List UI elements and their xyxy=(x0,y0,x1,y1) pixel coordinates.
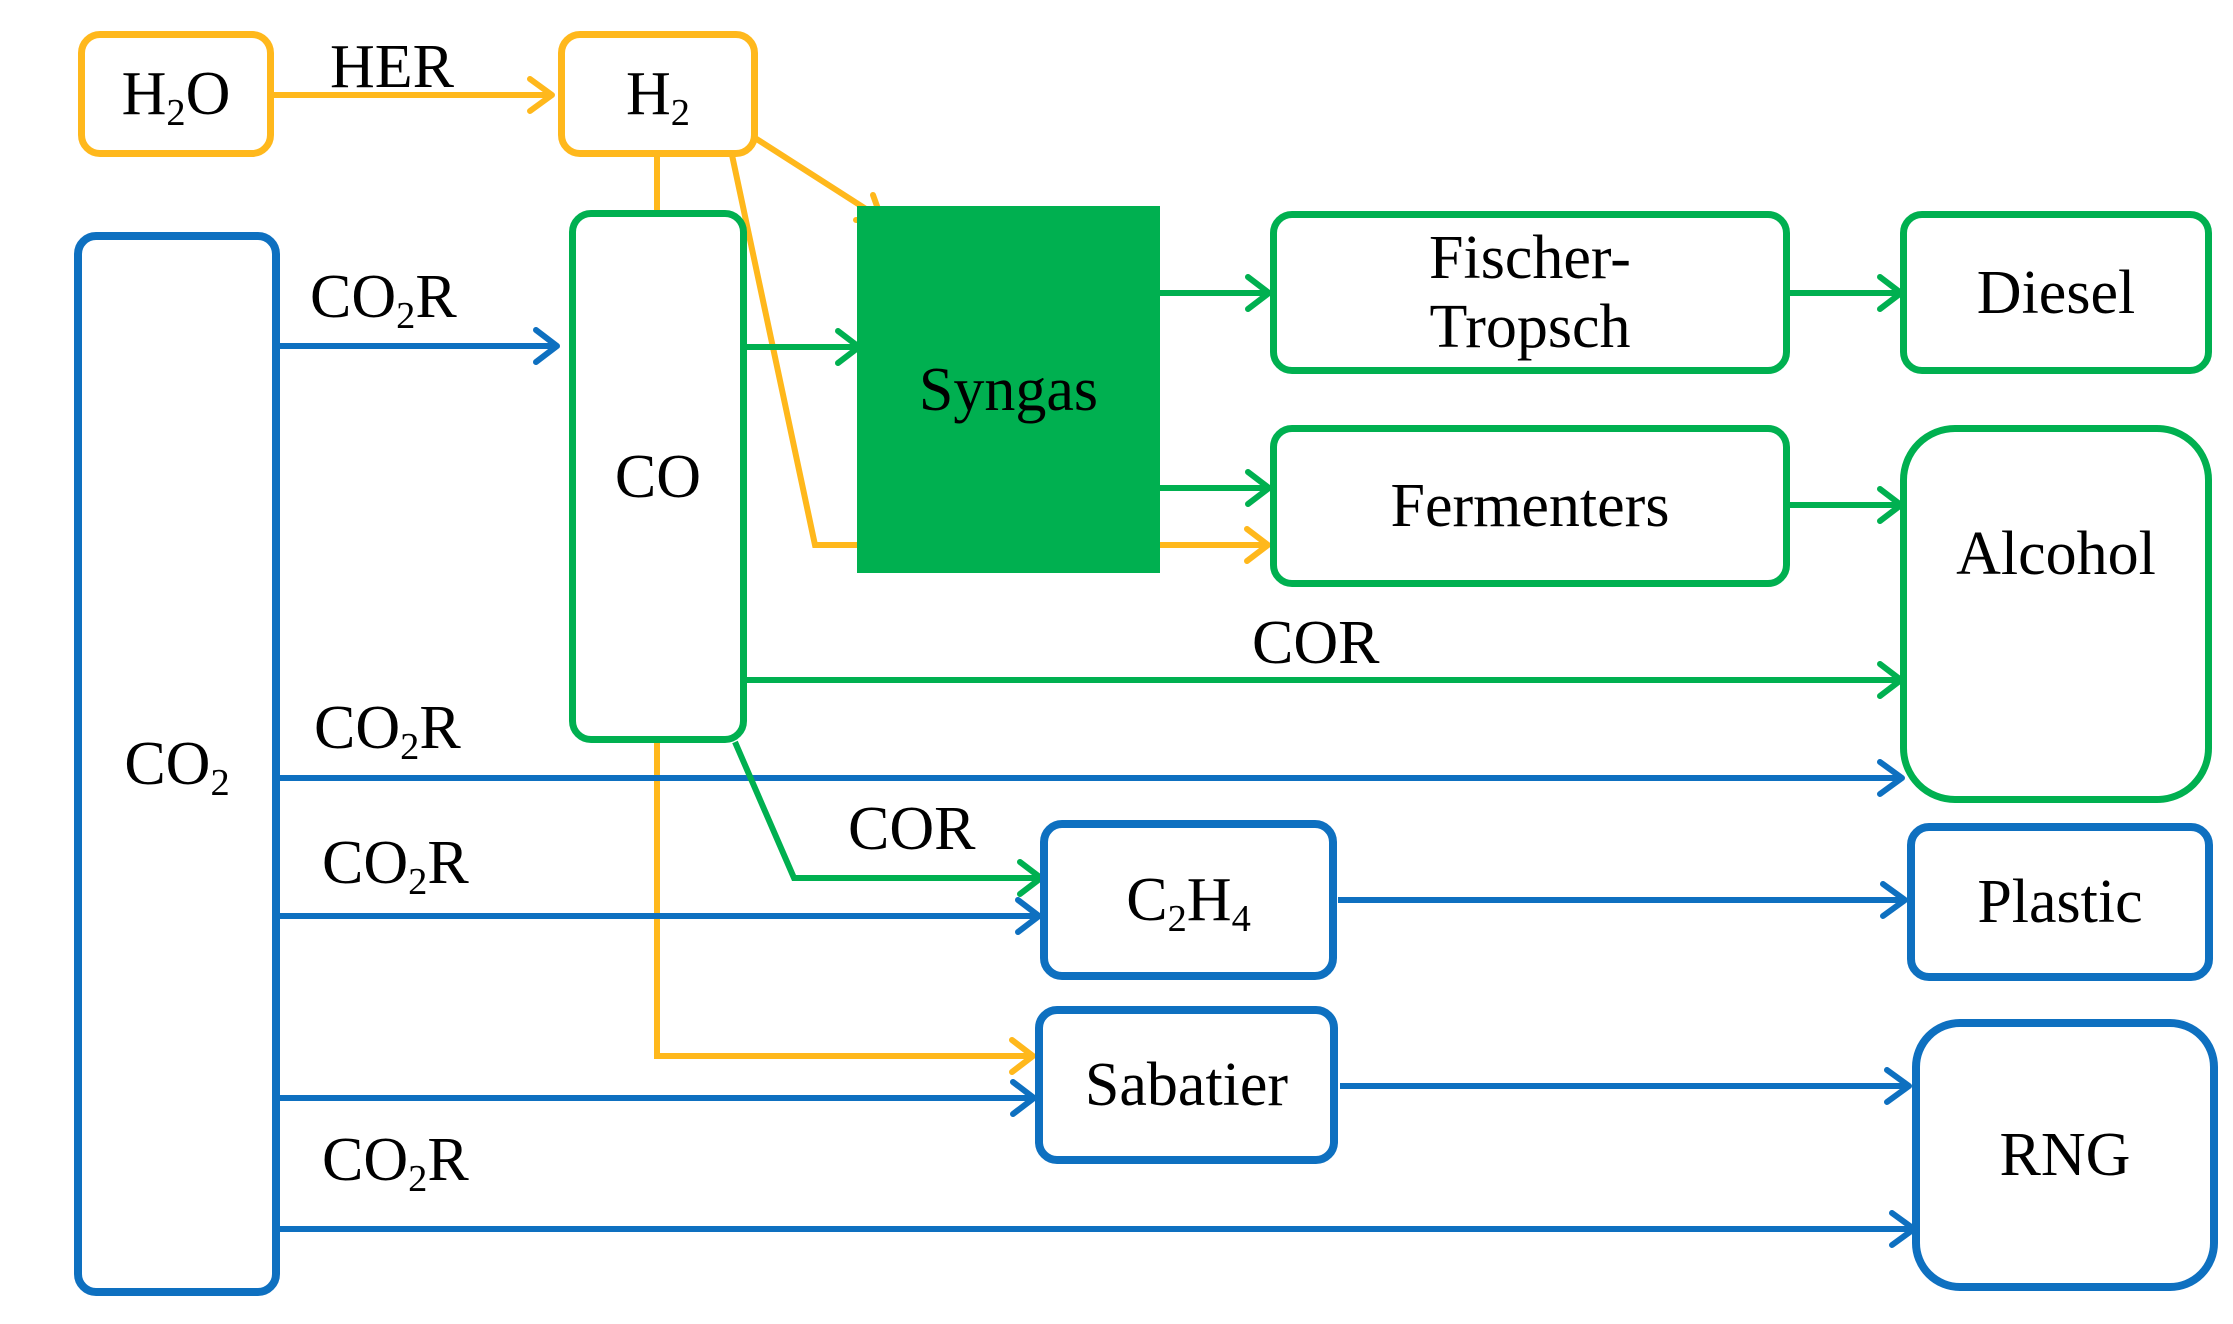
node-diesel: Diesel xyxy=(1900,211,2212,374)
arrow-co2-to-c2h4 xyxy=(280,897,1042,935)
node-fischer-tropsch: Fischer- Tropsch xyxy=(1270,211,1790,374)
node-plastic: Plastic xyxy=(1907,823,2213,981)
label-cor-to-alcohol: COR xyxy=(1252,609,1380,677)
node-sabatier: Sabatier xyxy=(1035,1006,1338,1164)
arrow-co2-to-co xyxy=(280,327,560,365)
node-syngas: Syngas xyxy=(857,206,1160,573)
arrow-syngas-to-fermenters xyxy=(1160,469,1272,507)
arrow-h2o-to-h2 xyxy=(273,76,555,114)
arrow-fermenters-to-alcohol xyxy=(1790,486,1904,524)
label-co2r-to-co: CO2R xyxy=(310,263,457,337)
label-cor-to-c2h4: COR xyxy=(848,795,976,863)
node-h2: H2 xyxy=(558,31,758,157)
label-co2r-to-c2h4: CO2R xyxy=(322,829,469,903)
label-her: HER xyxy=(330,33,454,101)
arrow-co2-to-alcohol xyxy=(280,759,1905,797)
node-c2h4: C2H4 xyxy=(1040,820,1337,980)
node-h2o: H2O xyxy=(78,31,274,157)
arrow-co2-to-rng xyxy=(280,1210,1917,1248)
node-alcohol: Alcohol xyxy=(1900,425,2212,803)
arrow-co2-to-sabatier xyxy=(280,1079,1037,1117)
arrow-c2h4-to-plastic xyxy=(1338,881,1908,919)
arrow-fischer-tropsch-to-diesel xyxy=(1790,274,1904,312)
node-rng: RNG xyxy=(1912,1019,2218,1291)
label-co2r-to-alcohol: CO2R xyxy=(314,694,461,768)
node-co: CO xyxy=(569,210,747,743)
node-co2: CO2 xyxy=(74,232,280,1296)
arrow-sabatier-to-rng xyxy=(1340,1067,1912,1105)
label-co2r-to-rng: CO2R xyxy=(322,1126,469,1200)
node-fermenters: Fermenters xyxy=(1270,425,1790,587)
arrow-co-to-syngas xyxy=(746,328,862,366)
arrow-syngas-to-fischer-tropsch xyxy=(1160,274,1272,312)
